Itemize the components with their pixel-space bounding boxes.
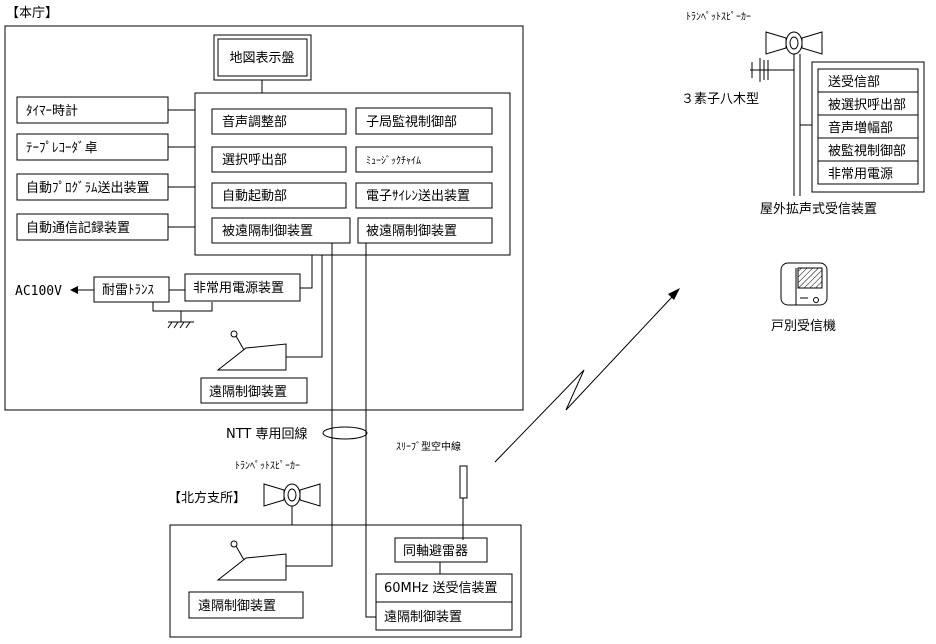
auto-record-label: 自動通信記録装置 xyxy=(26,220,130,236)
substation-monitor-box xyxy=(355,107,493,135)
auto-start-box xyxy=(211,182,347,209)
ground-icon xyxy=(167,321,194,329)
tape-recorder-label: ﾃｰﾌﾟﾚｺｰﾀﾞ卓 xyxy=(26,141,98,156)
substation-monitor-label: 子局監視制御部 xyxy=(366,114,457,130)
outdoor-unit-selective-call: 被選択呼出部 xyxy=(828,98,906,113)
console-units: 音声調整部 選択呼出部 自動起動部 被遠隔制御装置 子局監視制御部 ﾐｭｰｼﾞｯ… xyxy=(211,107,493,244)
power-chain: AC100V 耐雷ﾄﾗﾝｽ 非常用電源装置 xyxy=(15,255,313,329)
selective-call-label: 選択呼出部 xyxy=(222,153,287,168)
outdoor-trumpet-speaker-icon xyxy=(765,31,823,55)
kitakata-remote-control-label: 遠隔制御装置 xyxy=(198,599,276,614)
remote-controlled-label-a: 被遠隔制御装置 xyxy=(222,224,313,239)
ntt-line-wire-b xyxy=(365,243,376,618)
emergency-power-label: 非常用電源装置 xyxy=(193,281,284,296)
outdoor-receiver-caption: 屋外拡声式受信装置 xyxy=(760,202,877,217)
auto-program-label: 自動ﾌﾟﾛｸﾞﾗﾑ送出装置 xyxy=(26,181,150,196)
music-chime-label: ﾐｭｰｼﾞｯｸﾁｬｲﾑ xyxy=(366,155,421,167)
electronic-siren-label: 電子ｻｲﾚﾝ送出装置 xyxy=(366,189,470,204)
kitakata-title: 【北方支所】 xyxy=(168,490,246,506)
music-chime-box xyxy=(355,146,493,173)
audio-adjust-box xyxy=(211,108,347,135)
coax-arrester-box xyxy=(394,537,488,563)
remote-controlled-label-b: 被遠隔制御装置 xyxy=(366,224,457,239)
coax-arrester-label: 同軸避雷器 xyxy=(403,544,468,559)
auto-start-label: 自動起動部 xyxy=(222,189,287,204)
radio-wave-arrow-icon xyxy=(668,288,680,300)
remote-controlled-unit-a xyxy=(211,217,351,244)
honcho-remote-control-box xyxy=(200,377,308,404)
audio-adjust-label: 音声調整部 xyxy=(222,114,287,130)
ac-arrow-icon xyxy=(70,286,78,294)
transceiver-label: 60MHz 送受信装置 xyxy=(384,581,498,596)
ac100v-label: AC100V xyxy=(15,284,62,299)
kitakata-remote-desk-icon xyxy=(216,540,287,581)
outdoor-receiver-outer xyxy=(811,61,925,193)
electronic-siren-box xyxy=(355,182,493,209)
selective-call-box xyxy=(211,146,347,173)
ntt-line-label: NTT 専用回線 xyxy=(226,426,308,442)
yagi-antenna-icon xyxy=(750,58,794,82)
lightning-transformer-label: 耐雷ﾄﾗﾝｽ xyxy=(102,283,155,298)
honcho-title: 【本庁】 xyxy=(6,6,58,21)
control-console-frame xyxy=(194,92,511,256)
sleeve-antenna-label: ｽﾘｰﾌﾞ型空中線 xyxy=(396,440,461,453)
yagi-label: ３素子八木型 xyxy=(681,92,759,107)
outdoor-unit-monitor: 被監視制御部 xyxy=(828,143,906,159)
household-receiver-caption: 戸別受信機 xyxy=(771,319,836,334)
outdoor-receiver-inner xyxy=(817,68,919,185)
household-receiver-icon xyxy=(780,262,828,306)
honcho-remote-control-label: 遠隔制御装置 xyxy=(209,385,287,400)
radio-wave-path xyxy=(494,296,673,463)
outdoor-unit-transceiver: 送受信部 xyxy=(828,75,880,90)
outdoor-speaker-label: ﾄﾗﾝﾍﾟｯﾄｽﾋﾟｰｶｰ xyxy=(686,11,751,23)
branch-remote-control-label: 遠隔制御装置 xyxy=(384,610,462,625)
ntt-line-ellipse xyxy=(322,426,368,440)
kitakata-speaker-label: ﾄﾗﾝﾍﾟｯﾄｽﾋﾟｰｶｰ xyxy=(235,460,300,472)
map-panel-label: 地図表示盤 xyxy=(229,51,294,66)
ntt-line-wire-a xyxy=(286,243,333,567)
kitakata-trumpet-speaker-icon xyxy=(263,483,321,525)
outdoor-unit-amplifier: 音声増幅部 xyxy=(828,120,893,136)
outdoor-unit-emergency-power: 非常用電源 xyxy=(828,167,893,182)
honcho-frame xyxy=(4,25,524,411)
kitakata-frame xyxy=(169,524,522,638)
map-panel-inner xyxy=(217,38,308,77)
sleeve-antenna-icon xyxy=(459,465,468,499)
timer-clock-label: ﾀｲﾏｰ時計 xyxy=(26,103,78,119)
kitakata-remote-control-box xyxy=(188,591,304,619)
remote-controlled-unit-b xyxy=(357,217,493,244)
honcho-remote-desk-icon xyxy=(216,330,287,371)
left-devices: ﾀｲﾏｰ時計 ﾃｰﾌﾟﾚｺｰﾀﾞ卓 自動ﾌﾟﾛｸﾞﾗﾑ送出装置 自動通信記録装置 xyxy=(16,96,195,241)
